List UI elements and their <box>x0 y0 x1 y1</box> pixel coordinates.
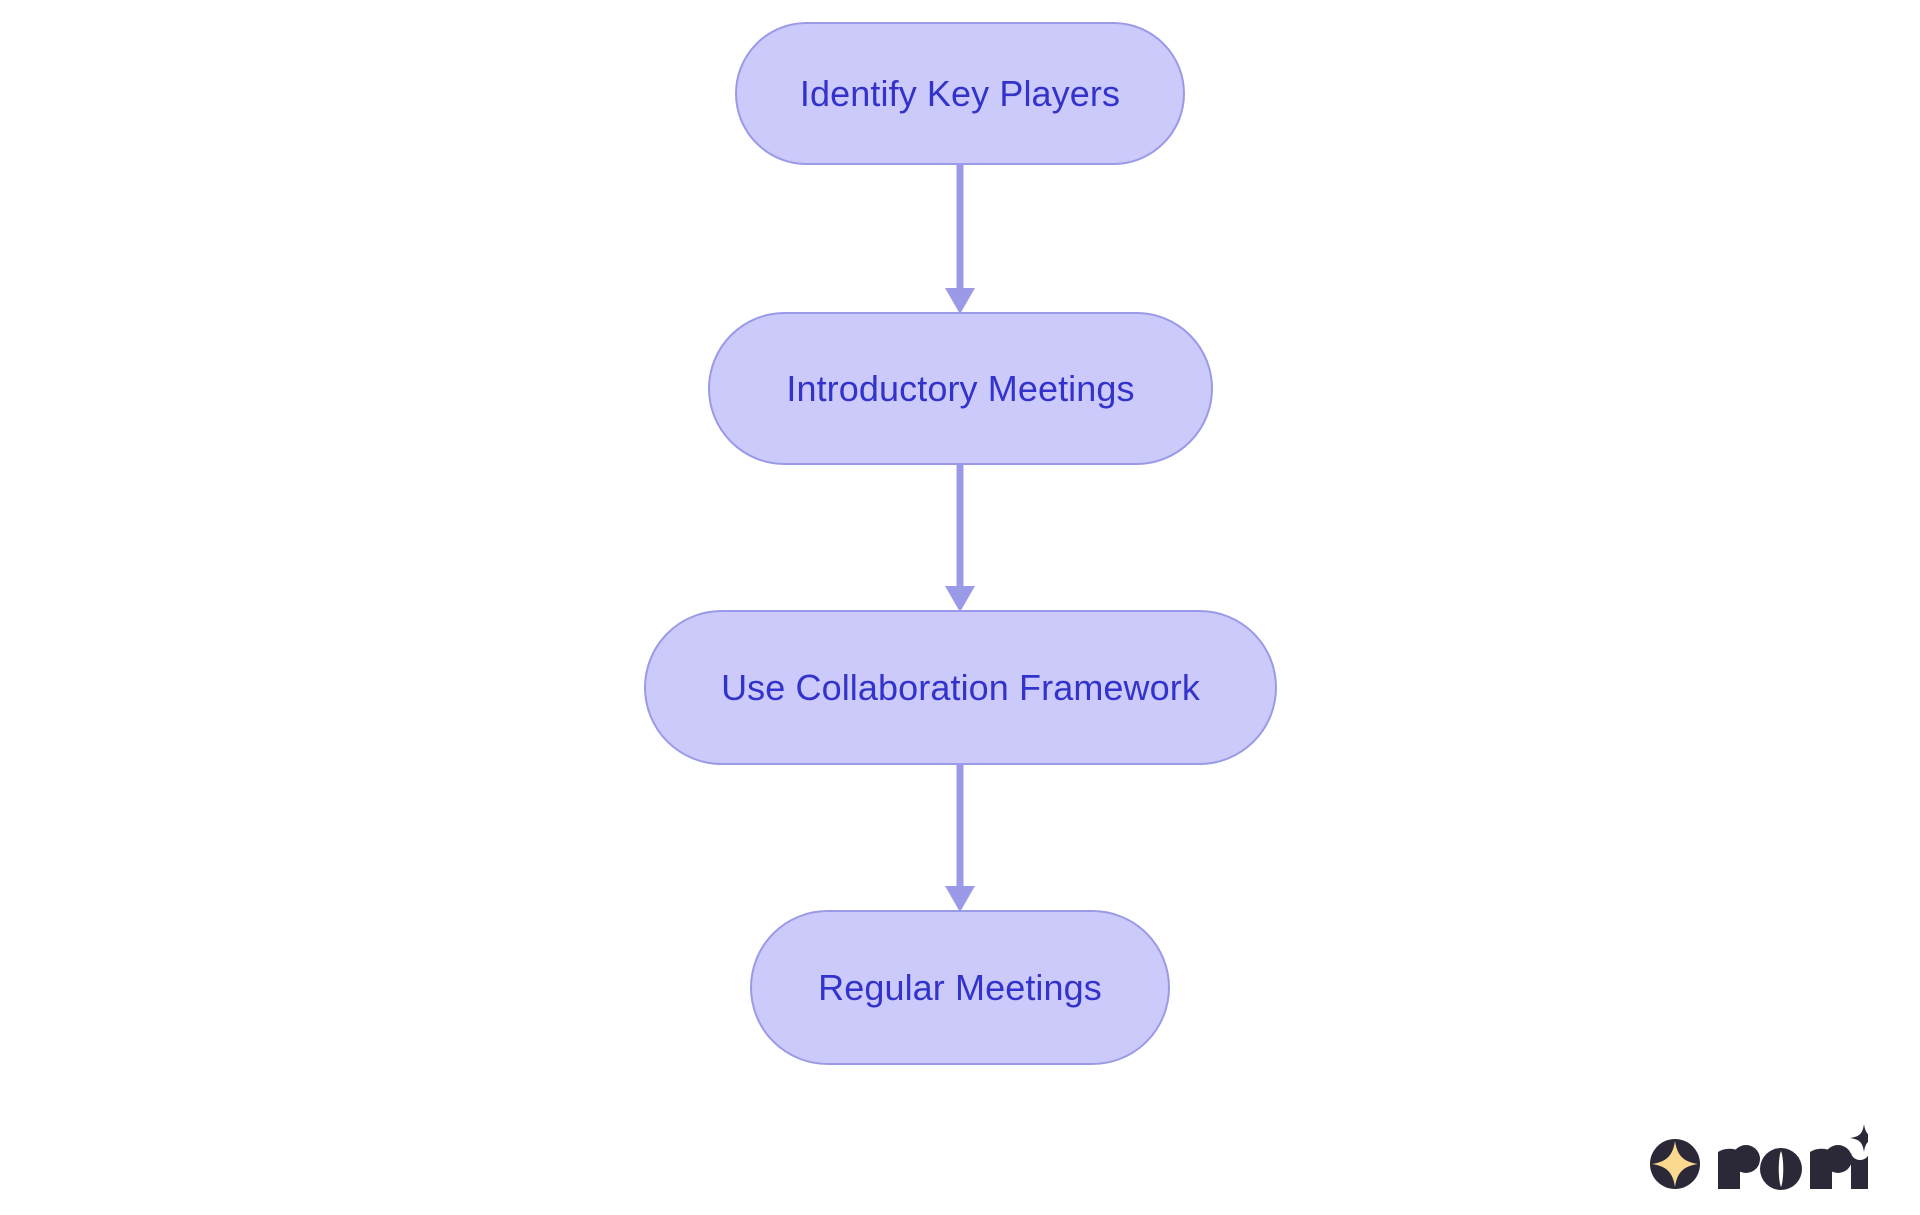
edge-stem <box>956 764 964 886</box>
flow-edge-1 <box>944 164 976 314</box>
logo-mark-icon <box>1650 1139 1700 1189</box>
flow-node-label: Use Collaboration Framework <box>721 666 1200 708</box>
edge-stem <box>956 164 964 288</box>
flow-node-label: Regular Meetings <box>818 966 1102 1008</box>
edge-stem <box>956 464 964 586</box>
arrowhead-icon <box>945 586 975 612</box>
sparkle-icon <box>1850 1124 1868 1152</box>
arrowhead-icon <box>945 886 975 912</box>
flow-node-label: Identify Key Players <box>799 72 1121 114</box>
flow-node-use-collaboration-framework[interactable]: Use Collaboration Framework <box>644 610 1277 765</box>
flow-node-label: Introductory Meetings <box>786 367 1135 409</box>
flow-node-regular-meetings[interactable]: Regular Meetings <box>750 910 1170 1065</box>
rori-logo <box>1650 1124 1868 1190</box>
flow-node-identify-key-players[interactable]: Identify Key Players <box>735 22 1185 165</box>
arrowhead-icon <box>945 288 975 314</box>
flow-edge-3 <box>944 764 976 912</box>
logo-wordmark <box>1718 1124 1868 1190</box>
flow-node-introductory-meetings[interactable]: Introductory Meetings <box>708 312 1213 465</box>
flow-edge-2 <box>944 464 976 612</box>
